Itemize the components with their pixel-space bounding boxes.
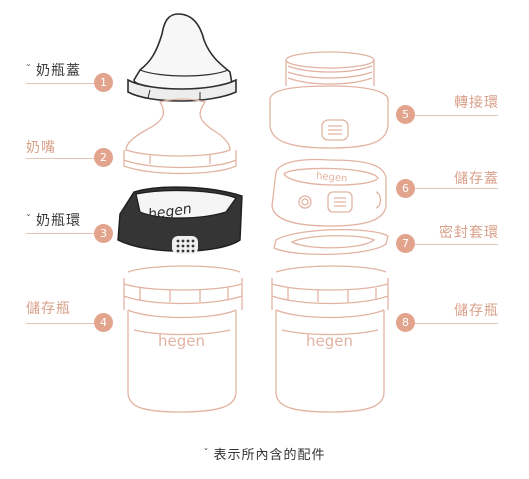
bottle-cap-drawing bbox=[127, 13, 237, 102]
label-text: 儲存瓶 bbox=[26, 301, 71, 317]
badge-6: 6 bbox=[396, 179, 415, 198]
nipple-drawing bbox=[123, 98, 237, 175]
bottle-left-brand-text: hegen bbox=[158, 332, 205, 350]
label-storage-lid: 儲存蓋 bbox=[454, 168, 499, 188]
leader-line bbox=[406, 115, 498, 116]
leader-line bbox=[406, 323, 498, 324]
bottle-right-brand-text: hegen bbox=[306, 332, 353, 350]
label-bottle-cap: ˇ 奶瓶蓋 bbox=[26, 60, 81, 80]
label-text: 密封套環 bbox=[439, 225, 499, 241]
badge-3: 3 bbox=[94, 224, 113, 243]
label-text: 奶嘴 bbox=[26, 140, 56, 156]
badge-5: 5 bbox=[396, 105, 415, 124]
storage-lid-drawing bbox=[271, 158, 387, 227]
storage-bottle-right-drawing bbox=[271, 265, 389, 413]
label-nipple: 奶嘴 bbox=[26, 137, 56, 157]
label-text: 奶瓶環 bbox=[36, 213, 81, 229]
label-storage-bottle-left: 儲存瓶 bbox=[26, 298, 71, 318]
badge-4: 4 bbox=[94, 313, 113, 332]
seal-ring-drawing bbox=[273, 228, 389, 256]
leader-line bbox=[26, 158, 104, 159]
leader-line bbox=[406, 188, 498, 189]
legend-text: 表示所內含的配件 bbox=[213, 448, 326, 463]
label-text: 儲存蓋 bbox=[454, 171, 499, 187]
label-text: 儲存瓶 bbox=[454, 303, 499, 319]
included-mark: ˇ bbox=[26, 64, 32, 75]
adapter-ring-drawing bbox=[269, 51, 389, 149]
badge-8: 8 bbox=[396, 313, 415, 332]
label-text: 轉接環 bbox=[454, 95, 499, 111]
badge-7: 7 bbox=[396, 234, 415, 253]
lid-brand-text: hegen bbox=[316, 171, 348, 185]
label-adapter-ring: 轉接環 bbox=[454, 92, 499, 112]
leader-line bbox=[26, 233, 104, 234]
badge-1: 1 bbox=[94, 73, 113, 92]
label-bottle-collar: ˇ 奶瓶環 bbox=[26, 210, 81, 230]
label-storage-bottle-right: 儲存瓶 bbox=[454, 300, 499, 320]
storage-bottle-left-drawing bbox=[123, 265, 243, 413]
collar-brand-text: hegen bbox=[147, 201, 193, 223]
label-seal-ring: 密封套環 bbox=[439, 222, 499, 242]
leader-line bbox=[26, 83, 104, 84]
included-mark: ˇ bbox=[203, 448, 210, 459]
included-mark: ˇ bbox=[26, 214, 32, 225]
badge-2: 2 bbox=[94, 148, 113, 167]
bottle-collar-drawing: hegen bbox=[117, 186, 243, 254]
label-text: 奶瓶蓋 bbox=[36, 63, 81, 79]
leader-line bbox=[406, 244, 498, 245]
leader-line bbox=[26, 323, 104, 324]
